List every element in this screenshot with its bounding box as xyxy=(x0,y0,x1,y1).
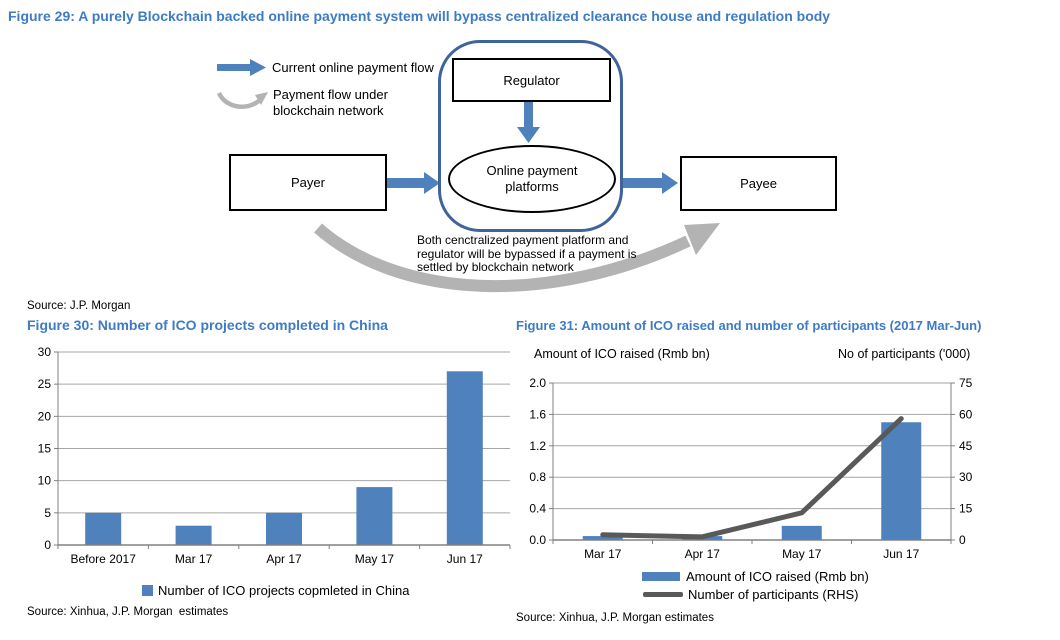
y2-tick-label: 0 xyxy=(959,533,966,547)
figure30-legend-swatch-icon xyxy=(142,585,153,596)
bar xyxy=(175,525,212,545)
figure31-right-axis-title: No of participants ('000) xyxy=(838,347,971,361)
x-tick-label: Apr 17 xyxy=(685,547,721,561)
figure31-legend-bar-swatch-icon xyxy=(642,572,680,581)
platform-to-payee-arrow-icon xyxy=(620,172,678,194)
x-tick-label: Jun 17 xyxy=(447,552,483,566)
bar xyxy=(266,512,302,545)
y-tick-label: 30 xyxy=(38,345,52,359)
current-flow-legend-arrow-icon xyxy=(217,59,266,76)
y-tick-label: 25 xyxy=(38,377,52,391)
regulator-label: Regulator xyxy=(503,72,560,88)
x-tick-label: Jun 17 xyxy=(883,547,919,561)
x-tick-label: Before 2017 xyxy=(71,552,137,566)
y2-tick-label: 45 xyxy=(959,439,973,453)
bar xyxy=(582,536,623,540)
payee-label: Payee xyxy=(740,176,777,191)
bypass-caption-line1: Both cenctralized payment platform and xyxy=(417,233,629,247)
figure31-legend-line-swatch-icon xyxy=(643,592,683,597)
blockchain-bypass-arrowhead-icon xyxy=(684,223,720,255)
blockchain-flow-legend-arc-icon xyxy=(216,91,262,109)
y2-tick-label: 60 xyxy=(959,407,973,421)
y-tick-label: 1.2 xyxy=(529,439,546,453)
x-tick-label: May 17 xyxy=(782,547,822,561)
blockchain-flow-legend-arrowhead-icon xyxy=(255,92,268,105)
online-payment-platforms-ellipse: Online payment platforms xyxy=(448,145,616,213)
participants-line xyxy=(600,416,904,540)
figure31-legend-bar-label: Amount of ICO raised (Rmb bn) xyxy=(686,569,869,584)
figure29-source: Source: J.P. Morgan xyxy=(27,300,131,312)
y-tick-label: 0.0 xyxy=(529,533,546,547)
figure30-legend-label: Number of ICO projects copmleted in Chin… xyxy=(158,583,410,598)
x-tick-label: Mar 17 xyxy=(175,552,213,566)
payee-box: Payee xyxy=(680,156,837,211)
x-tick-label: May 17 xyxy=(355,552,395,566)
figure30-legend: Number of ICO projects copmleted in Chin… xyxy=(142,583,409,598)
figure31-legend-bar: Amount of ICO raised (Rmb bn) xyxy=(642,569,869,584)
y2-tick-label: 15 xyxy=(959,502,973,516)
legend-blockchain-flow-line2: blockchain network xyxy=(273,103,384,118)
bypass-caption: Both cenctralized payment platform and r… xyxy=(417,233,667,275)
regulator-box: Regulator xyxy=(452,58,611,102)
platform-label-line2: platforms xyxy=(505,179,559,194)
y-tick-label: 0.4 xyxy=(529,502,546,516)
y-tick-label: 15 xyxy=(38,442,52,456)
y-tick-label: 5 xyxy=(44,506,51,520)
bar xyxy=(446,371,483,545)
y-tick-label: 20 xyxy=(38,409,52,423)
figure30-source: Source: Xinhua, J.P. Morgan estimates xyxy=(27,606,229,618)
legend-blockchain-flow-line1: Payment flow under xyxy=(273,87,388,102)
bar xyxy=(85,512,122,545)
bar xyxy=(356,487,393,545)
y2-tick-label: 30 xyxy=(959,470,973,484)
figure31-legend-line-label: Number of participants (RHS) xyxy=(688,587,859,602)
blockchain-bypass-arrow-icon xyxy=(314,223,691,293)
bar xyxy=(781,525,822,540)
y-tick-label: 1.6 xyxy=(529,407,546,421)
x-tick-label: Mar 17 xyxy=(584,547,622,561)
bypass-caption-line3: settled by blockchain network xyxy=(417,260,574,274)
payer-label: Payer xyxy=(291,175,325,190)
regulator-to-platform-arrow-icon xyxy=(517,101,540,143)
figure31-left-axis-title: Amount of ICO raised (Rmb bn) xyxy=(534,347,710,361)
figure29-title: Figure 29: A purely Blockchain backed on… xyxy=(8,8,831,24)
legend-current-flow-label: Current online payment flow xyxy=(272,60,434,75)
y-tick-label: 10 xyxy=(38,474,52,488)
legend-blockchain-flow-label: Payment flow under blockchain network xyxy=(273,87,388,119)
y-tick-label: 0.8 xyxy=(529,470,546,484)
payer-box: Payer xyxy=(229,154,387,211)
figure31-source: Source: Xinhua, J.P. Morgan estimates xyxy=(516,612,714,624)
figure31-legend-line: Number of participants (RHS) xyxy=(643,587,859,602)
bypass-caption-line2: regulator will be bypassed if a payment … xyxy=(417,246,637,261)
y2-tick-label: 75 xyxy=(959,376,973,390)
central-platform-container xyxy=(438,40,623,232)
y-tick-label: 2.0 xyxy=(529,376,546,390)
payer-to-platform-arrow-icon xyxy=(385,172,440,194)
platform-label-line1: Online payment xyxy=(486,163,578,178)
figure31-title: Figure 31: Amount of ICO raised and numb… xyxy=(516,318,982,333)
x-tick-label: Apr 17 xyxy=(266,552,302,566)
figure30-title: Figure 30: Number of ICO projects comple… xyxy=(27,317,388,333)
bar xyxy=(881,422,922,540)
y-tick-label: 0 xyxy=(44,538,51,552)
